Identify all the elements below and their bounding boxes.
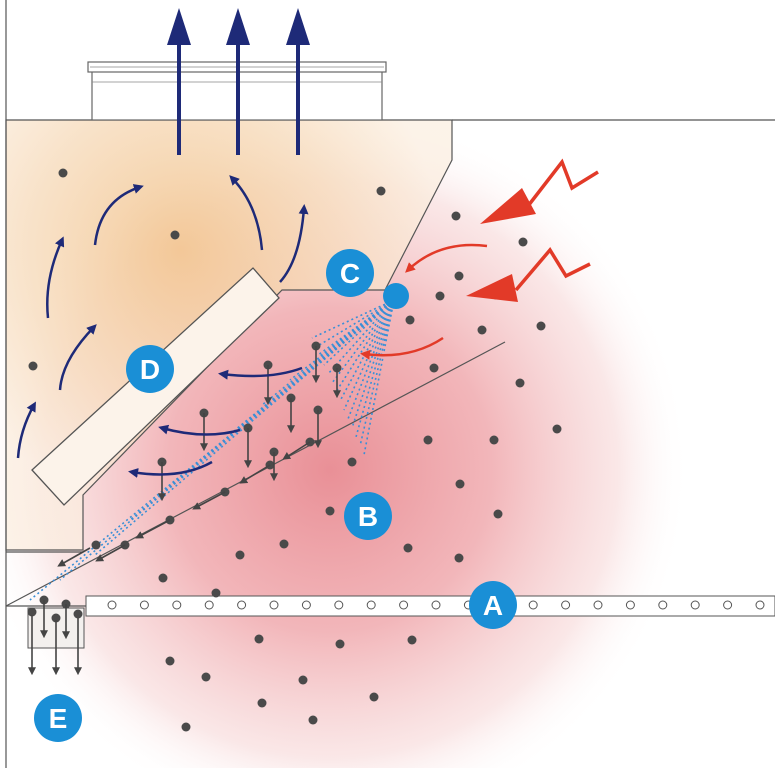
particle — [165, 656, 175, 666]
rail-hole — [528, 600, 538, 610]
particle — [405, 315, 415, 325]
particle — [454, 553, 464, 563]
svg-text:D: D — [140, 354, 160, 385]
particle — [158, 573, 168, 583]
particle — [257, 698, 267, 708]
particle — [515, 378, 525, 388]
spray-line — [311, 299, 395, 339]
rail-hole — [172, 600, 182, 610]
rail-hole — [431, 600, 441, 610]
perforated-rail — [85, 595, 775, 617]
particle — [58, 168, 68, 178]
particle — [298, 675, 308, 685]
spray-line — [315, 299, 395, 348]
rail-hole — [237, 600, 247, 610]
rail-hole — [366, 600, 376, 610]
rail-hole — [204, 600, 214, 610]
spray-line — [339, 299, 395, 402]
svg-text:E: E — [49, 703, 68, 734]
particle — [325, 506, 335, 516]
heat-arrows — [360, 158, 599, 360]
particle — [518, 237, 528, 247]
rail-hole — [561, 600, 571, 610]
rail-hole — [690, 600, 700, 610]
particle — [477, 325, 487, 335]
particle — [376, 186, 386, 196]
particle — [369, 692, 379, 702]
particle — [181, 722, 191, 732]
svg-text:B: B — [358, 501, 378, 532]
particle — [201, 672, 211, 682]
particle — [27, 607, 37, 617]
label-d: D — [126, 345, 174, 393]
svg-text:C: C — [340, 258, 360, 289]
particle — [28, 361, 38, 371]
rail-hole — [301, 600, 311, 610]
particle — [235, 550, 245, 560]
particle — [435, 291, 445, 301]
label-b: B — [344, 492, 392, 540]
rail-hole — [399, 600, 409, 610]
up-arrow-icon — [226, 8, 250, 155]
particle — [407, 635, 417, 645]
spray-line — [355, 299, 395, 438]
rail-hole — [334, 600, 344, 610]
circulation-arrows — [16, 175, 309, 478]
particle — [455, 479, 465, 489]
rail-hole — [658, 600, 668, 610]
particle — [254, 634, 264, 644]
up-arrow-icon — [286, 8, 310, 155]
particle — [51, 613, 61, 623]
spray-line — [234, 299, 395, 431]
spray-line — [335, 299, 395, 393]
spray-line — [331, 299, 395, 384]
rail-hole — [723, 600, 733, 610]
spray-line — [319, 299, 395, 357]
particle — [279, 539, 289, 549]
svg-text:A: A — [483, 590, 503, 621]
rail-hole — [139, 600, 149, 610]
spray-line — [363, 299, 395, 456]
particle — [91, 540, 101, 550]
particle — [308, 715, 318, 725]
particle — [429, 363, 439, 373]
exhaust-arrows — [167, 8, 310, 155]
spray-line — [323, 299, 395, 366]
particle — [536, 321, 546, 331]
spray-line — [327, 299, 395, 375]
rail-hole — [269, 600, 279, 610]
particle — [493, 509, 503, 519]
particle — [403, 543, 413, 553]
label-a: A — [469, 581, 517, 629]
spray-nozzle-icon — [383, 283, 409, 309]
particle — [211, 588, 221, 598]
falling-particle-arrows — [28, 346, 341, 676]
particle — [170, 230, 180, 240]
spray-line — [347, 299, 395, 420]
rail-hole — [755, 600, 765, 610]
zigzag-heat-arrow-icon — [480, 158, 599, 224]
rail-hole — [625, 600, 635, 610]
particle — [489, 435, 499, 445]
particle — [335, 639, 345, 649]
zigzag-heat-arrow-icon — [466, 247, 591, 302]
label-e: E — [34, 694, 82, 742]
particle — [552, 424, 562, 434]
label-c: C — [326, 249, 374, 297]
sliding-particle-arrows — [57, 441, 311, 567]
particle — [73, 609, 83, 619]
particle — [347, 457, 357, 467]
particle — [454, 271, 464, 281]
particle — [451, 211, 461, 221]
rail-hole — [593, 600, 603, 610]
rail-hole — [107, 600, 117, 610]
particle — [423, 435, 433, 445]
up-arrow-icon — [167, 8, 191, 155]
spray-line — [261, 299, 395, 406]
